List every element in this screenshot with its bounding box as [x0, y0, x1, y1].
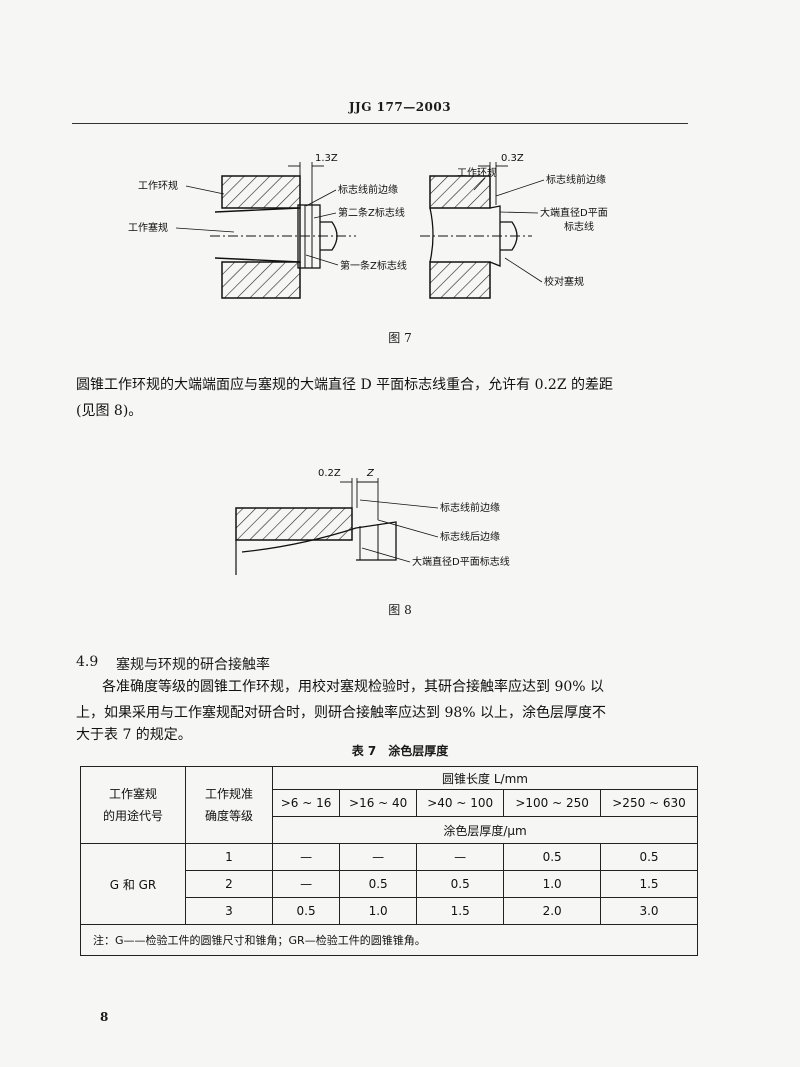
range-cell: >40 ~ 100: [416, 789, 505, 817]
dim-0-2z: 0.2Z: [318, 468, 341, 479]
value-cell: 0.5: [416, 870, 505, 898]
table-7-title: 表 7 涂色层厚度: [351, 744, 449, 758]
page-number: 8: [100, 1010, 109, 1024]
left-ring-top: [221, 175, 301, 209]
section-49-line-1: 各准确度等级的圆锥工作环规，用校对塞规检验时，其研合接触率应达到 90% 以: [102, 679, 605, 695]
label-back-edge: 标志线后边缘: [440, 530, 500, 543]
paragraph-1-line-2: (见图 8)。: [76, 403, 143, 419]
label-work-plug: 工作塞规: [128, 221, 168, 234]
value-cell: —: [271, 870, 341, 898]
value-cell: —: [416, 843, 505, 871]
range-cell: >6 ~ 16: [271, 789, 341, 817]
dim-z: Z: [366, 468, 375, 479]
value-cell: 0.5: [339, 870, 418, 898]
group-cell: G 和 GR: [80, 843, 186, 925]
length-header: 圆锥长度 L/mm: [272, 766, 698, 790]
right-ring-top: [429, 175, 491, 209]
col-header-grade: 工作规准确度等级: [185, 766, 273, 844]
section-number: 4.9: [76, 654, 99, 670]
figure-7-caption: 图 7: [388, 331, 412, 345]
label-front-edge-right: 标志线前边缘: [546, 173, 606, 186]
header-rule: [72, 123, 688, 124]
section-49-line-2: 上，如果采用与工作塞规配对研合时，则研合接触率应达到 98% 以上，涂色层厚度不: [76, 705, 607, 721]
plug-section: [241, 521, 397, 561]
label-big-end-plane-1: 大端直径D平面: [540, 206, 608, 219]
value-cell: 0.5: [600, 843, 698, 871]
label-work-ring-right: 工作环规: [457, 166, 497, 179]
value-cell: 0.5: [271, 897, 341, 925]
running-header: JJG 177—2003: [348, 100, 452, 114]
label-first-z-line: 第一条Z标志线: [340, 259, 407, 272]
value-cell: 2.0: [503, 897, 602, 925]
table-7: 工作塞规的用途代号 工作规准确度等级 圆锥长度 L/mm >6 ~ 16 >16…: [80, 766, 698, 956]
table-note: 注：G——检验工件的圆锥尺寸和锥角；GR—检验工件的圆锥锥角。: [80, 924, 698, 956]
grade-cell: 1: [185, 843, 273, 871]
range-cell: >250 ~ 630: [600, 789, 698, 817]
table-row: G 和 GR 1 — — — 0.5 0.5: [80, 843, 698, 925]
label-big-end-plane-2: 标志线: [564, 220, 594, 233]
grade-cell: 3: [185, 897, 273, 925]
section-49-line-3: 大于表 7 的规定。: [76, 727, 192, 743]
figure-8-diagram: 0.2Z Z 标志线前边缘 标志线后边缘 大端直径D平面标志线: [235, 468, 510, 575]
table-row: 3 0.5 1.0 1.5 2.0 3.0: [81, 897, 698, 925]
dim-0-3z: 0.3Z: [501, 153, 524, 164]
value-cell: 1.5: [416, 897, 505, 925]
figure-7-diagram: 1.3Z 工作环规 工作塞规 标志线前边缘 第二条Z标志线 第一条Z标志线 0.…: [128, 153, 608, 299]
left-ring-bottom: [221, 261, 301, 299]
value-cell: —: [271, 843, 341, 871]
col-header-use: 工作塞规的用途代号: [80, 766, 186, 844]
table-row: 2 — 0.5 0.5 1.0 1.5: [81, 870, 698, 898]
label-second-z-line: 第二条Z标志线: [338, 206, 405, 219]
left-plug-outline: [214, 207, 301, 263]
figure-8-caption: 图 8: [388, 603, 412, 617]
label-check-plug: 校对塞规: [544, 275, 584, 288]
grade-cell: 2: [185, 870, 273, 898]
paragraph-1-line-1: 圆锥工作环规的大端端面应与塞规的大端直径 D 平面标志线重合，允许有 0.2Z …: [76, 377, 614, 393]
label-big-end-line: 大端直径D平面标志线: [412, 555, 510, 568]
value-cell: 0.5: [503, 843, 602, 871]
range-cell: >100 ~ 250: [503, 789, 602, 817]
value-cell: —: [339, 843, 418, 871]
dim-1-3z: 1.3Z: [315, 153, 338, 164]
label-front-edge-left: 标志线前边缘: [338, 183, 398, 196]
value-cell: 1.5: [600, 870, 698, 898]
label-front-edge: 标志线前边缘: [440, 501, 500, 514]
range-cell: >16 ~ 40: [339, 789, 418, 817]
section-title: 塞规与环规的研合接触率: [116, 657, 270, 673]
ring-section: [235, 507, 353, 541]
value-cell: 3.0: [600, 897, 698, 925]
thickness-header: 涂色层厚度/μm: [272, 816, 698, 844]
value-cell: 1.0: [339, 897, 418, 925]
right-ring-bottom: [429, 261, 491, 299]
label-work-ring: 工作环规: [138, 179, 178, 192]
value-cell: 1.0: [503, 870, 602, 898]
